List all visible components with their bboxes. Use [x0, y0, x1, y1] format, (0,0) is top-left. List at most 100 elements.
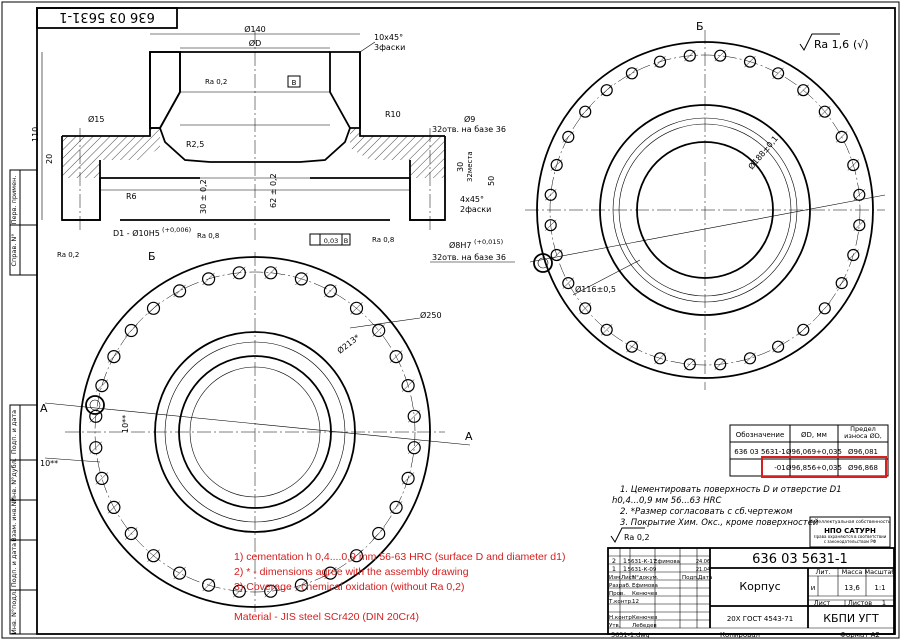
dim-d10b: 10** — [40, 459, 58, 468]
note-en-1: 2) * - dimensions agree with the assembl… — [234, 566, 469, 578]
bolt-hole — [797, 323, 810, 336]
section-a-left: А — [40, 402, 48, 415]
bolt-hole-mark — [350, 549, 363, 562]
side-label-3: Инв. N°дубл. — [10, 458, 18, 502]
tt-mass: Масса — [842, 568, 863, 576]
bolt-hole-mark — [819, 106, 831, 118]
company-logo: НПО САТУРН — [824, 527, 876, 535]
section-a-right: А — [465, 430, 473, 443]
roughness-note: Ra 0,2 — [624, 533, 650, 542]
bolt-hole — [173, 566, 187, 580]
bolt-hole-mark — [714, 358, 726, 370]
bolt-hole — [714, 49, 727, 62]
sign-0-role: Изм. — [609, 575, 622, 581]
bolt-hole — [562, 130, 575, 143]
dim-d1: D1 - Ø10Н5 — [113, 228, 160, 238]
bolt-hole — [797, 84, 810, 97]
dim-d9: Ø9 — [464, 114, 475, 124]
company-note: Интеллектуальная собственность — [809, 519, 891, 525]
bolt-hole-mark — [401, 379, 415, 392]
dims-table-r1c2: Ø96,868 — [848, 464, 878, 472]
dims-table-r1c0: -01 — [774, 464, 785, 472]
chg-0-c: 5631-К-17 — [628, 559, 657, 565]
doc-number-stamp-box — [36, 7, 178, 29]
sign-5-role: Утв. — [609, 623, 621, 629]
note-ru-1: h0,4...0,9 мм 56...63 HRC — [612, 496, 721, 506]
chg-0-d: Ефимова — [654, 559, 680, 565]
bolt-hole — [683, 49, 696, 62]
bolt-hole — [146, 301, 161, 315]
dims-table: Обозначение ØD, мм Предел износа ØD, мм … — [729, 424, 889, 478]
bolt-hole-mark — [797, 84, 809, 96]
bolt-hole — [653, 55, 667, 68]
dim-ra08b: Ra 0,8 — [372, 236, 394, 244]
chg-1-a: 1 — [612, 565, 616, 573]
bolt-hole-mark — [551, 159, 563, 171]
chg-1-c: 5631-К-09 — [628, 567, 657, 573]
side-label-6: Инв. N°подл. — [10, 590, 18, 634]
note-ru-3: 3. Покрытие Хим. Окс., кроме поверхносте… — [620, 518, 819, 528]
dim-32places: 32места — [466, 151, 474, 182]
bolt-hole — [550, 248, 563, 262]
bolt-hole — [173, 284, 187, 298]
bolt-hole — [550, 158, 563, 172]
dim-d8tol: (+0,015) — [474, 238, 503, 246]
sign-3-name: 12 — [632, 599, 639, 605]
chg-0-b: 1 — [623, 557, 627, 565]
bolt-hole — [771, 67, 785, 80]
dim-dD: ØD — [249, 38, 261, 48]
bolt-hole — [107, 500, 121, 514]
dims-table-r0c0: 636 03 5631-1 — [734, 448, 786, 456]
dim-chamfer2b: 2фаски — [460, 205, 491, 214]
bolt-hole-mark — [264, 585, 277, 598]
sign-2-role: Пров. — [609, 591, 625, 597]
bolt-hole-mark — [654, 56, 666, 68]
dim-d116: Ø116±0,5 — [575, 284, 616, 294]
bolt-hole-mark — [389, 350, 403, 363]
dim-ra02b: Ra 0,2 — [57, 251, 79, 259]
sign-5-name: Лебедев — [632, 623, 657, 629]
bolt-hole-mark — [853, 189, 865, 201]
chg-1-e: 21.04 — [696, 567, 710, 573]
dim-d30: 30 — [456, 162, 465, 172]
bolt-hole-mark — [95, 472, 109, 485]
bolt-hole — [323, 566, 337, 580]
bolt-hole — [562, 277, 575, 290]
dim-ra02a: Ra 0,2 — [205, 78, 227, 86]
bolt-hole-mark — [847, 159, 859, 171]
dim-holes32: 32отв. на базе 36 — [432, 125, 506, 134]
bolt-hole — [407, 441, 421, 455]
section-label-b: Б — [148, 250, 156, 263]
bolt-hole — [107, 350, 121, 364]
dim-d1tol: (+0,006) — [162, 226, 191, 234]
bolt-hole-mark — [626, 341, 638, 353]
chg-0-e: 24.06 — [696, 559, 710, 565]
tt-lit-val: и — [811, 584, 816, 592]
bolt-hole-mark — [202, 272, 215, 286]
front-bolt-holes — [89, 266, 421, 598]
side-label-1: Справ. N° — [10, 234, 18, 267]
dim-r25: R2,5 — [186, 140, 204, 149]
front-view — [44, 252, 471, 612]
sign-2-name: Кенючев — [632, 591, 657, 597]
bolt-hole — [202, 272, 216, 286]
bolt-hole-mark — [389, 501, 403, 514]
bolt-hole — [89, 441, 103, 455]
bolt-hole — [349, 301, 364, 315]
bolt-hole-mark — [744, 56, 756, 68]
bolt-hole-mark — [545, 189, 557, 201]
bolt-hole — [853, 188, 866, 201]
tt-sheets: Листов — [848, 599, 872, 607]
bolt-hole — [714, 358, 727, 371]
dim-chamfer2: 4х45° — [460, 195, 484, 204]
view-b-label: Б — [696, 20, 704, 33]
title-name: Корпус — [739, 580, 780, 593]
bolt-hole-mark — [847, 249, 859, 261]
roughness-general: Ra 1,6 — [814, 38, 849, 51]
view-b — [525, 30, 886, 390]
material: 20Х ГОСТ 4543-71 — [727, 615, 793, 623]
org: КБПИ УГТ — [823, 612, 879, 625]
side-label-0: Перв. примен. — [10, 176, 18, 225]
sign-0-name: Лист — [621, 575, 636, 581]
